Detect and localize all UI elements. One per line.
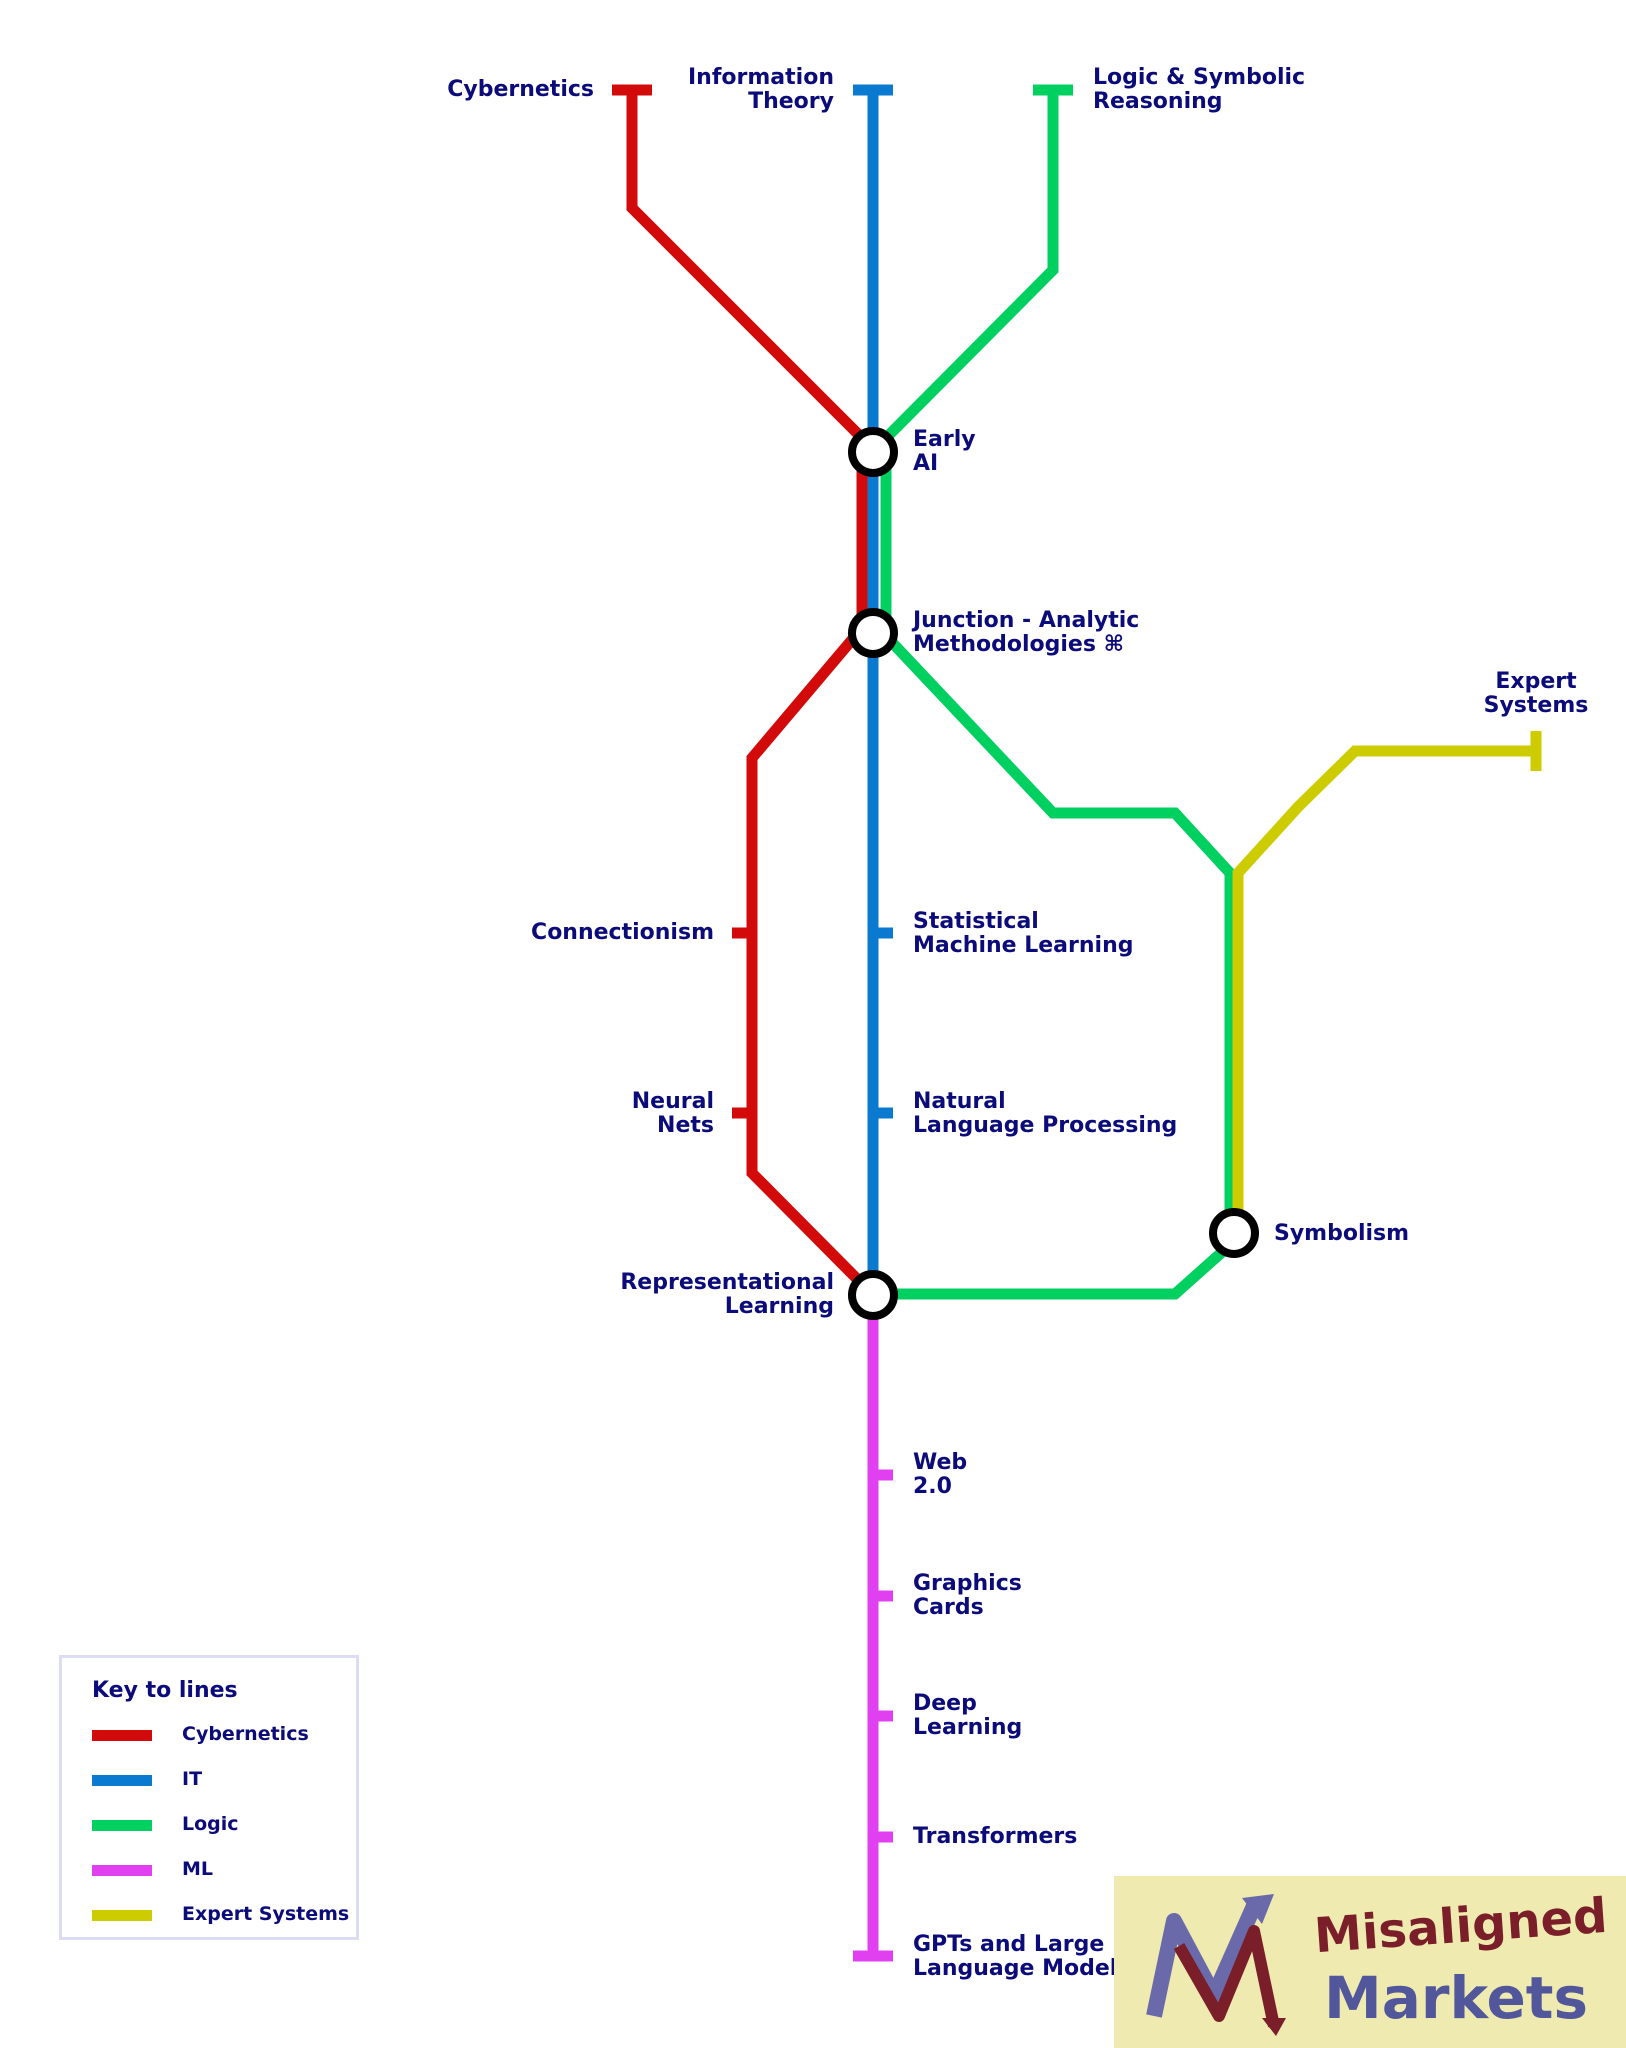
station-transformers: Transformers bbox=[913, 1824, 1078, 1849]
station-symbolism: Symbolism bbox=[1274, 1221, 1410, 1246]
station-junction: Junction - Analytic Methodologies ⌘ bbox=[913, 608, 1140, 657]
key-swatch-cybernetics bbox=[92, 1730, 152, 1741]
logic-line bbox=[880, 90, 1236, 1300]
station-early-ai: Early AI bbox=[913, 427, 976, 476]
key-label-it: IT bbox=[182, 1768, 203, 1790]
representational-interchange bbox=[848, 1270, 898, 1320]
station-statistical-ml: Statistical Machine Learning bbox=[913, 909, 1134, 958]
key-label-cybernetics: Cybernetics bbox=[182, 1723, 309, 1745]
station-cybernetics: Cybernetics bbox=[447, 77, 594, 102]
junction-interchange bbox=[848, 608, 898, 658]
station-nlp: Natural Language Processing bbox=[913, 1089, 1178, 1138]
key-swatch-ml bbox=[92, 1865, 152, 1876]
station-connectionism: Connectionism bbox=[531, 920, 714, 945]
line-key: Key to lines Cybernetics IT Logic ML Exp… bbox=[59, 1655, 359, 1940]
station-gpts: GPTs and Large Language Models bbox=[913, 1932, 1131, 1981]
station-information-theory: Information Theory bbox=[688, 65, 834, 114]
station-web2: Web 2.0 bbox=[913, 1450, 968, 1499]
early-ai-interchange bbox=[848, 427, 898, 477]
logo-word-markets: Markets bbox=[1324, 1964, 1589, 2032]
expert-systems-line bbox=[1232, 745, 1536, 1215]
station-representational: Representational Learning bbox=[620, 1270, 834, 1319]
station-logic-symbolic: Logic & Symbolic Reasoning bbox=[1093, 65, 1306, 114]
logo-word-misaligned: Misaligned bbox=[1312, 1887, 1610, 1965]
key-swatch-logic bbox=[92, 1820, 152, 1831]
logo-m-arrow-icon bbox=[1146, 1894, 1286, 2036]
key-label-ml: ML bbox=[182, 1858, 214, 1880]
symbolism-interchange bbox=[1209, 1208, 1259, 1258]
key-label-expert: Expert Systems bbox=[182, 1903, 350, 1925]
station-graphics-cards: Graphics Cards bbox=[913, 1571, 1022, 1620]
station-deep-learning: Deep Learning bbox=[913, 1691, 1023, 1740]
station-neural-nets: Neural Nets bbox=[631, 1089, 714, 1138]
key-label-logic: Logic bbox=[182, 1813, 239, 1835]
key-swatch-expert bbox=[92, 1910, 152, 1921]
station-expert-systems: Expert Systems bbox=[1483, 669, 1589, 718]
key-title: Key to lines bbox=[92, 1678, 238, 1703]
key-swatch-it bbox=[92, 1775, 152, 1786]
misaligned-markets-logo: Misaligned Markets bbox=[1114, 1876, 1626, 2048]
